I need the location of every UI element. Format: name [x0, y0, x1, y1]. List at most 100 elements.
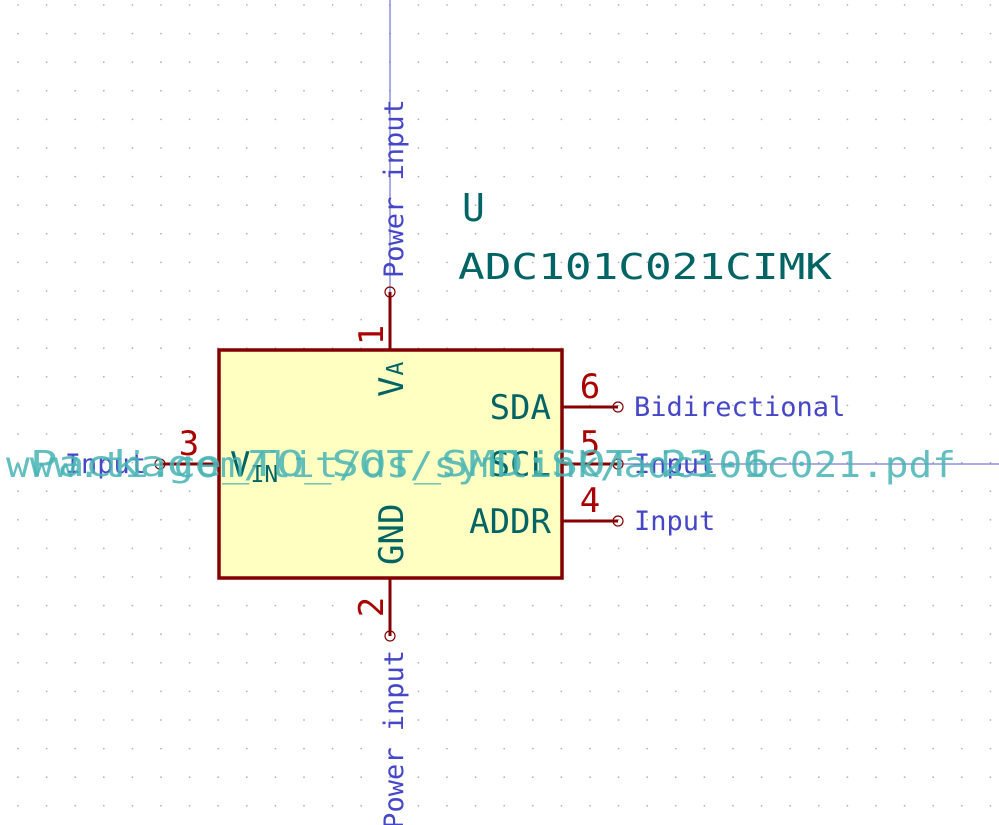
grid-dot: [846, 719, 849, 721]
grid-dot: [303, 89, 305, 92]
grid-dot: [188, 32, 191, 35]
grid-dot: [188, 118, 191, 121]
grid-dot: [703, 147, 706, 149]
grid-dot: [74, 804, 77, 807]
grid-dot: [474, 204, 477, 207]
grid-dot: [732, 747, 734, 750]
grid-dot: [903, 261, 906, 264]
grid-dot: [989, 490, 992, 493]
grid-dot: [217, 318, 220, 321]
grid-dot: [17, 118, 19, 121]
grid-dot: [160, 318, 162, 321]
grid-dot: [960, 604, 963, 607]
grid-dot: [560, 175, 563, 178]
grid-dot: [960, 318, 963, 321]
grid-dot: [17, 604, 19, 607]
grid-dot: [74, 576, 77, 578]
grid-dot: [531, 318, 534, 321]
grid-dot: [131, 690, 134, 693]
grid-dot: [875, 232, 877, 235]
grid-dot: [503, 776, 506, 779]
grid-dot: [17, 433, 19, 435]
grid-dot: [102, 719, 105, 721]
grid-dot: [760, 375, 763, 378]
grid-dot: [674, 261, 677, 264]
grid-dot: [474, 633, 477, 636]
grid-dot: [932, 232, 935, 235]
grid-dot: [45, 261, 48, 264]
grid-dot: [217, 204, 220, 207]
grid-dot: [732, 4, 734, 6]
grid-dot: [932, 290, 935, 292]
grid-dot: [846, 604, 849, 607]
grid-dot: [703, 261, 706, 264]
grid-dot: [74, 89, 77, 92]
grid-dot: [903, 204, 906, 207]
grid-dot: [989, 461, 992, 464]
grid-dot: [560, 32, 563, 35]
grid-dot: [217, 776, 220, 779]
grid-dot: [846, 661, 849, 664]
grid-dot: [102, 147, 105, 149]
datasheet-field[interactable]: www.ti.com/lit/ds/symlink/adc101c021.pdf: [6, 445, 956, 486]
grid-dot: [274, 147, 277, 149]
grid-dot: [875, 633, 877, 636]
pin-4-name: ADDR: [469, 502, 551, 542]
grid-dot: [531, 719, 534, 721]
grid-dot: [474, 318, 477, 321]
grid-dot: [188, 375, 191, 378]
grid-dot: [303, 61, 305, 64]
grid-dot: [245, 147, 248, 149]
grid-dot: [960, 4, 963, 6]
grid-dot: [531, 690, 534, 693]
grid-dot: [789, 576, 792, 578]
pin-5-electrical-type: Input: [634, 449, 715, 480]
grid-dot: [846, 261, 849, 264]
grid-dot: [303, 147, 305, 149]
grid-dot: [960, 118, 963, 121]
grid-dot: [875, 719, 877, 721]
grid-dot: [960, 232, 963, 235]
grid-dot: [131, 118, 134, 121]
grid-dot: [960, 576, 963, 578]
value-field[interactable]: ADC101C021CIMK: [458, 247, 832, 288]
grid-dot: [674, 175, 677, 178]
grid-dot: [760, 232, 763, 235]
reference-field[interactable]: U: [462, 186, 485, 230]
grid-dot: [102, 690, 105, 693]
grid-dot: [646, 804, 649, 807]
grid-dot: [903, 375, 906, 378]
grid-dot: [446, 89, 448, 92]
grid-dot: [875, 776, 877, 779]
grid-dot: [760, 32, 763, 35]
grid-dot: [789, 633, 792, 636]
grid-dot: [188, 490, 191, 493]
grid-dot: [875, 433, 877, 435]
grid-dot: [703, 776, 706, 779]
grid-dot: [160, 490, 162, 493]
grid-dot: [417, 633, 420, 636]
grid-dot: [846, 490, 849, 493]
grid-dot: [817, 547, 820, 550]
grid-dot: [331, 747, 334, 750]
grid-dot: [989, 404, 992, 407]
footprint-field[interactable]: Package_TO_SOT_SMD:SOT-23-6: [30, 444, 770, 485]
grid-dot: [360, 61, 363, 64]
symbol-body[interactable]: [217, 348, 564, 580]
grid-dot: [131, 32, 134, 35]
grid-dot: [903, 4, 906, 6]
grid-dot: [102, 804, 105, 807]
grid-dot: [303, 261, 305, 264]
grid-dot: [188, 175, 191, 178]
grid-dot: [760, 290, 763, 292]
grid-dot: [360, 633, 363, 636]
grid-dot: [960, 204, 963, 207]
grid-dot: [846, 433, 849, 435]
grid-dot: [303, 32, 305, 35]
grid-dot: [274, 604, 277, 607]
grid-dot: [989, 147, 992, 149]
grid-dot: [903, 490, 906, 493]
grid-dot: [875, 461, 877, 464]
grid-dot: [674, 118, 677, 121]
